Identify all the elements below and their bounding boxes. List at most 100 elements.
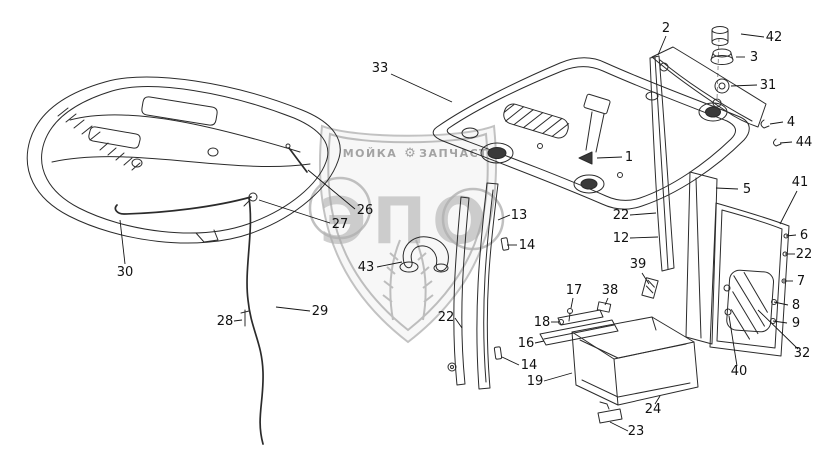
callout-leader-1 [596, 156, 623, 159]
drain-cable [246, 197, 264, 445]
antenna-wire [114, 196, 252, 215]
callout-leader-30 [119, 219, 126, 265]
callout-16: 16 [518, 336, 535, 351]
callout-9: 9 [792, 316, 800, 331]
callout-3: 3 [750, 50, 758, 65]
callout-leader-22a [629, 212, 657, 216]
callout-leader-14b [501, 356, 520, 366]
dome-lamp-recess [503, 103, 570, 139]
callout-44: 44 [796, 135, 813, 150]
screw-18 [558, 319, 564, 325]
callout-leader-27 [258, 199, 331, 224]
grab-handle-43 [399, 236, 449, 273]
callout-leader-22c [454, 317, 463, 329]
watermark: МОЙКА ⚙ ЗАПЧАСТИ ЭПО [308, 124, 505, 344]
callout-1: 1 [625, 150, 633, 165]
callout-40: 40 [731, 364, 748, 379]
rod-26 [285, 143, 308, 173]
fastener-grommet [447, 362, 457, 372]
callout-22b: 22 [796, 247, 813, 262]
watermark-ring-right [441, 187, 505, 251]
bracket-38 [596, 301, 612, 313]
callout-29: 29 [312, 304, 329, 319]
callout-leader-16 [534, 340, 545, 344]
watermark-shield [318, 124, 498, 344]
callout-leader-17 [570, 297, 574, 309]
callout-leader-38 [604, 297, 609, 306]
callout-19: 19 [527, 374, 544, 389]
callout-38: 38 [602, 283, 619, 298]
callout-22c: 22 [438, 310, 455, 325]
clip-44 [773, 138, 782, 147]
speaker-grille-center [573, 174, 605, 194]
callout-17: 17 [566, 283, 583, 298]
callout-leader-28 [233, 319, 243, 322]
callout-leader-44 [779, 141, 793, 144]
watermark-wheat [382, 239, 434, 321]
clip-14-upper [500, 237, 510, 251]
callout-leader-32 [757, 309, 799, 350]
callout-leader-8 [773, 301, 789, 306]
callout-leader-6 [785, 234, 797, 237]
antenna-base-42 [711, 26, 729, 46]
callout-leader-2 [657, 35, 667, 56]
callout-leader-39 [641, 272, 650, 285]
callout-39: 39 [630, 257, 647, 272]
direction-arrow [578, 151, 593, 165]
callout-7: 7 [797, 274, 805, 289]
callout-leader-9 [772, 320, 788, 324]
clip-14-lower [493, 346, 503, 360]
roof-panel [432, 57, 750, 210]
callout-14a: 14 [519, 238, 536, 253]
callout-18: 18 [534, 315, 551, 330]
callout-leader-40 [728, 315, 738, 367]
callout-33: 33 [372, 61, 389, 76]
callout-28: 28 [217, 314, 234, 329]
callout-leader-33 [390, 73, 453, 103]
watermark-tagline-right: ЗАПЧАСТИ [419, 147, 499, 160]
screw-17 [567, 308, 573, 322]
callout-30: 30 [117, 265, 134, 280]
exploded-axis [716, 37, 720, 101]
shelf-bracket-16 [539, 301, 619, 346]
clip-4 [760, 119, 770, 129]
callout-5: 5 [743, 182, 751, 197]
callout-4: 4 [787, 115, 795, 130]
callout-leader-42 [740, 33, 765, 38]
clip-27 [243, 192, 258, 207]
callout-leader-5 [715, 187, 739, 190]
bracket-39 [641, 277, 659, 299]
pillar-trim-22 [453, 196, 470, 386]
callout-22a: 22 [613, 208, 630, 223]
bracket-23 [597, 401, 623, 424]
callout-leader-19 [543, 372, 573, 382]
callout-42: 42 [766, 30, 783, 45]
pillar-trim-13 [476, 182, 499, 390]
rear-pillar-panel-5 [685, 171, 718, 345]
callout-13: 13 [511, 208, 528, 223]
callout-14b: 14 [521, 358, 538, 373]
watermark-ring-left [308, 176, 372, 240]
mount-plate-1 [583, 93, 611, 115]
callout-leader-26 [307, 169, 356, 210]
callout-leader-23 [609, 421, 629, 432]
callout-leader-24 [654, 395, 661, 405]
callout-leader-31 [730, 84, 758, 87]
callout-leader-29 [275, 306, 311, 312]
cap-3 [710, 48, 734, 65]
cable-clip-28 [240, 309, 250, 327]
callout-leader-41 [779, 190, 798, 225]
callout-leader-4 [769, 121, 784, 125]
callout-27: 27 [332, 217, 349, 232]
callout-2: 2 [662, 21, 670, 36]
console-box [571, 316, 699, 406]
watermark-gear-icon: ⚙ [404, 146, 416, 161]
callout-41: 41 [792, 175, 809, 190]
watermark-tagline-left: МОЙКА [343, 147, 398, 160]
callout-23: 23 [628, 424, 645, 439]
front-pillar-trim [649, 55, 675, 272]
callout-6: 6 [800, 228, 808, 243]
callout-8: 8 [792, 298, 800, 313]
